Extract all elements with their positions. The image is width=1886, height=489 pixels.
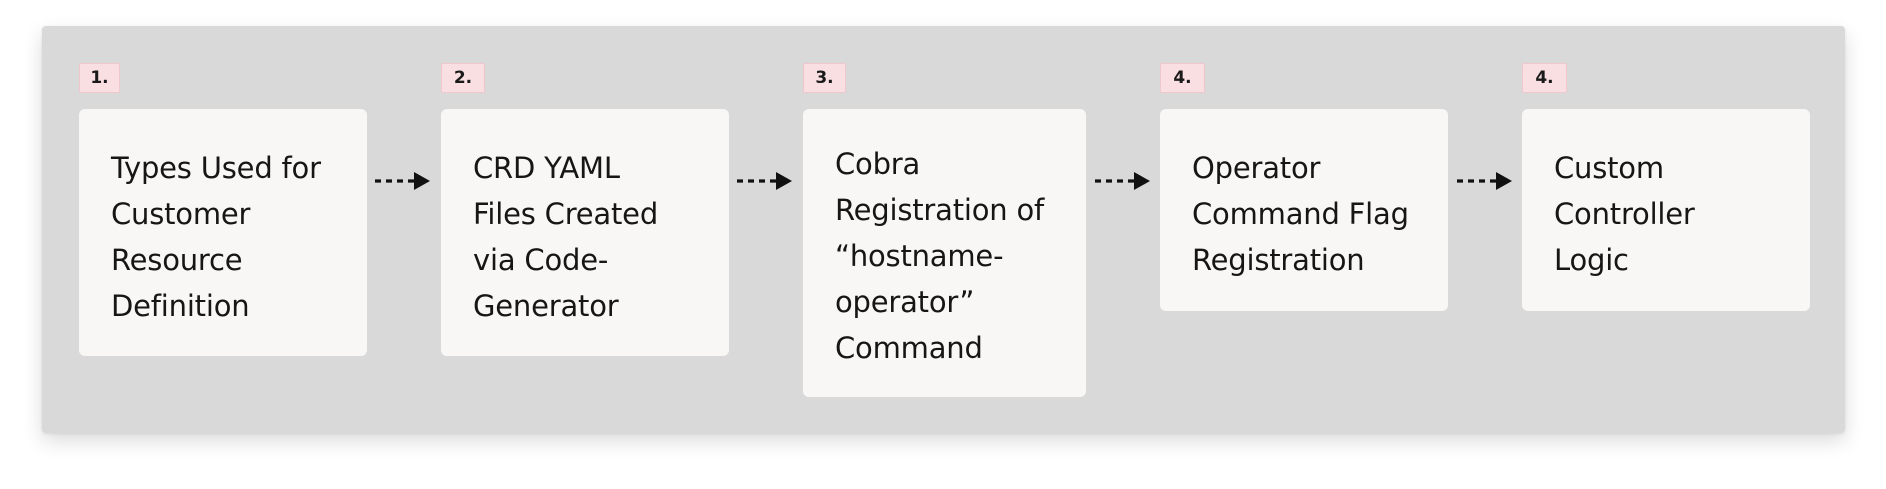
step-4-box: Operator Command Flag Registration xyxy=(1160,109,1448,311)
step-2-label: CRD YAML Files Created via Code- Generat… xyxy=(473,151,659,323)
step-2-number: 2. xyxy=(453,68,473,88)
step-5-label: Custom Controller Logic xyxy=(1554,151,1695,277)
step-4-label: Operator Command Flag Registration xyxy=(1192,151,1409,277)
step-2-number-badge: 2. xyxy=(441,63,485,93)
step-3-box: Cobra Registration of “hostname- operato… xyxy=(803,109,1086,397)
step-1-box: Types Used for Customer Resource Definit… xyxy=(79,109,367,356)
step-3-number: 3. xyxy=(815,68,834,88)
step-3-number-badge: 3. xyxy=(803,63,846,93)
step-3-label: Cobra Registration of “hostname- operato… xyxy=(835,147,1045,365)
arrow-1-to-2 xyxy=(375,172,430,190)
step-1-number: 1. xyxy=(90,68,109,88)
step-5-number: 4. xyxy=(1535,68,1554,88)
arrow-2-to-3 xyxy=(737,172,792,190)
arrow-3-to-4 xyxy=(1095,172,1150,190)
step-2-box: CRD YAML Files Created via Code- Generat… xyxy=(441,109,729,356)
step-4-number-badge: 4. xyxy=(1160,63,1205,93)
arrow-4-to-5 xyxy=(1457,172,1512,190)
step-5-number-badge: 4. xyxy=(1522,63,1567,93)
step-5-box: Custom Controller Logic xyxy=(1522,109,1810,311)
step-1-label: Types Used for Customer Resource Definit… xyxy=(111,151,321,323)
step-4-number: 4. xyxy=(1173,68,1192,88)
step-1-number-badge: 1. xyxy=(79,63,120,93)
